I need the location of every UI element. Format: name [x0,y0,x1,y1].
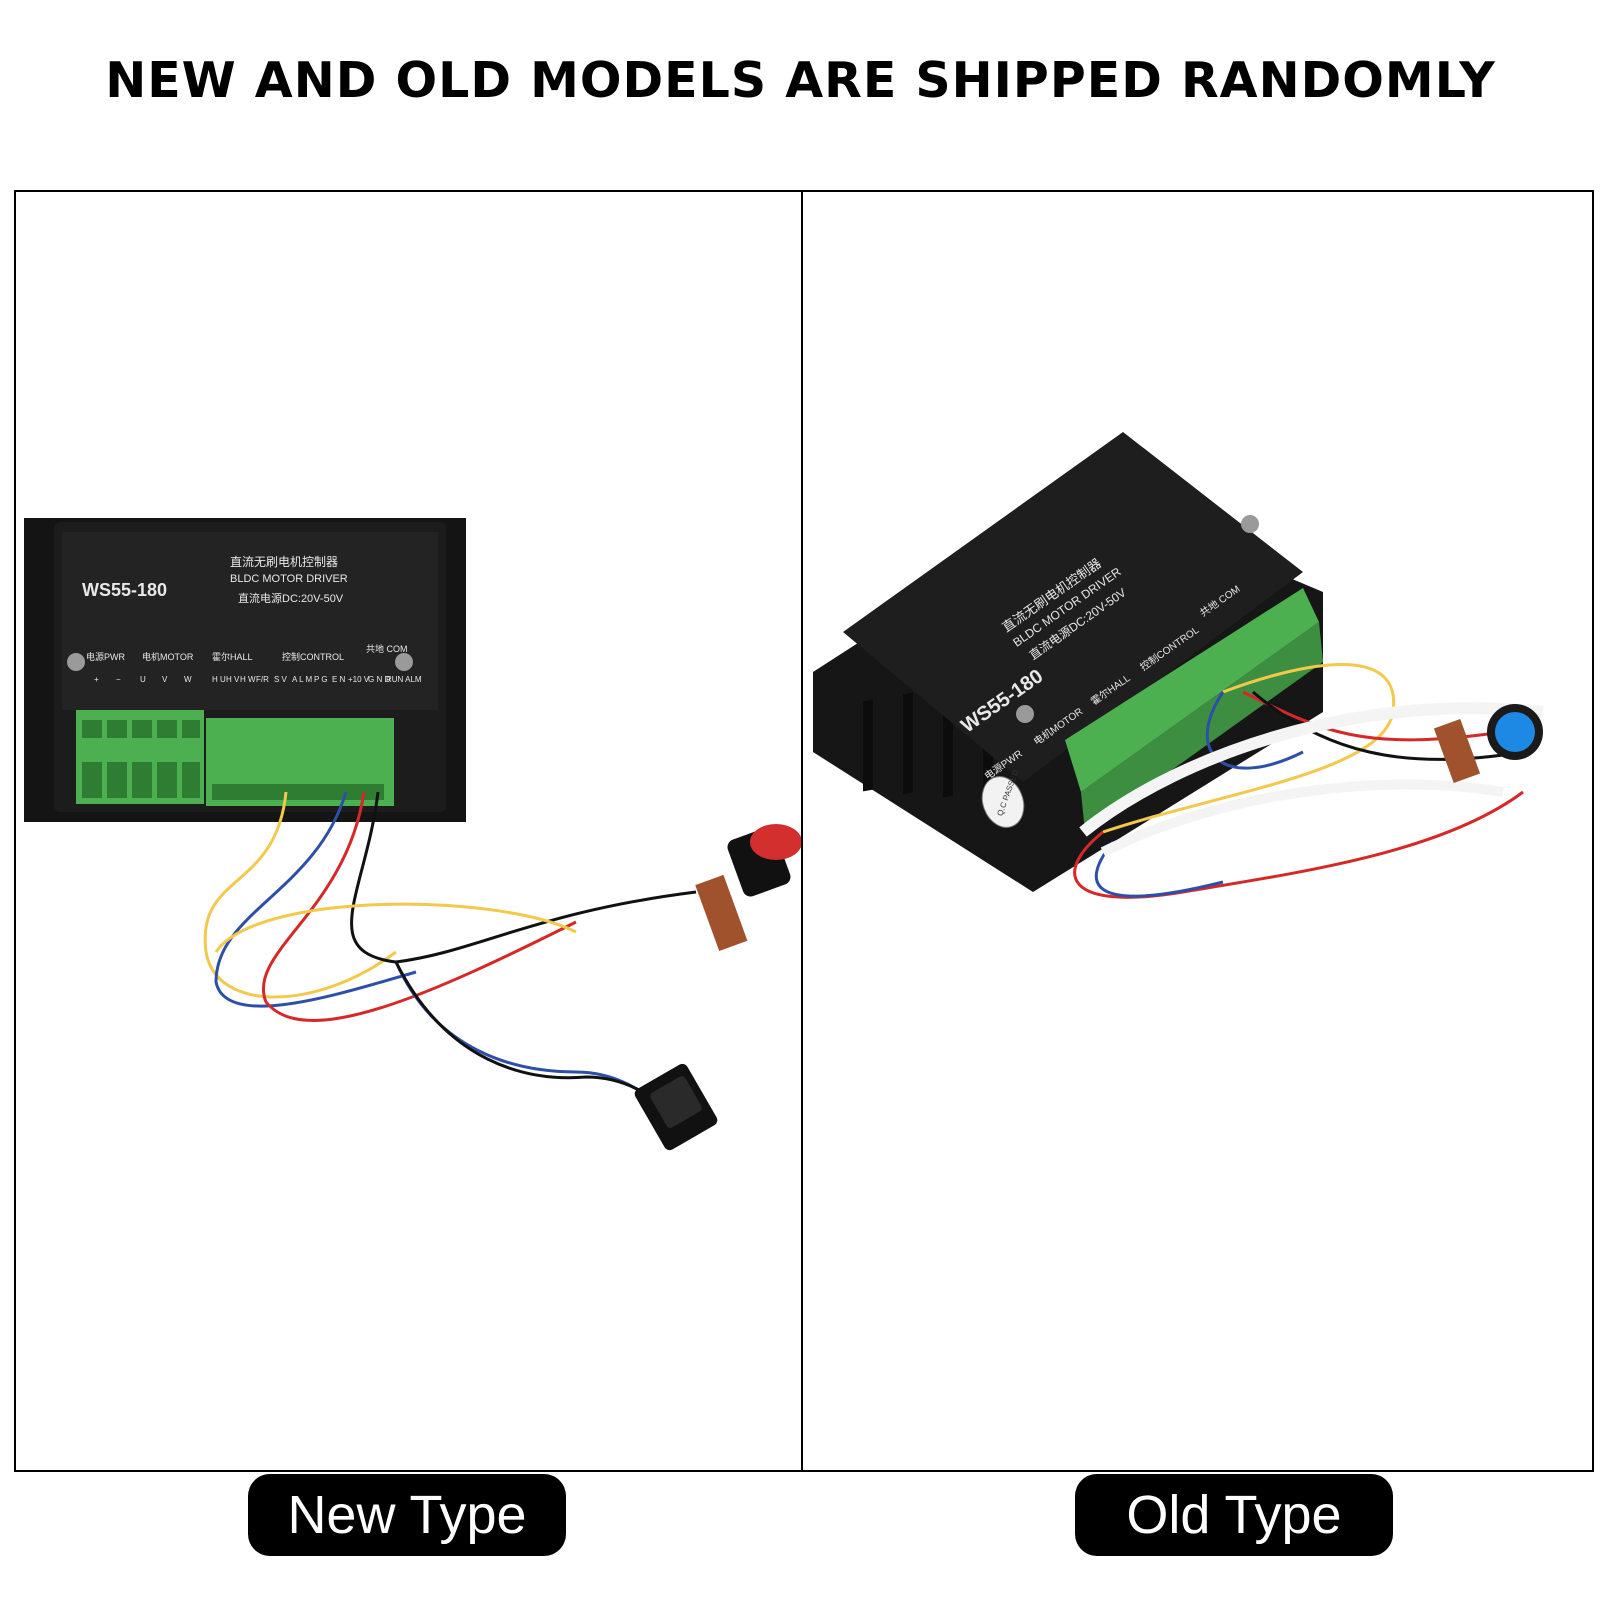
panel-divider [801,190,803,1472]
pin-label: H V [226,675,240,684]
rocker-switch [634,1063,718,1151]
pin-label: H W [240,675,256,684]
potentiometer [1433,704,1543,784]
group-hall-label: 霍尔HALL [212,651,253,662]
driver-housing [843,432,1303,782]
new-type-caption: New Type [248,1474,566,1556]
potentiometer [695,824,801,951]
pin-label: A L M [292,675,312,684]
group-motor-label: 电机MOTOR [142,651,194,662]
pin-label: + [94,675,99,684]
pin-label: W [184,675,192,684]
model-label: WS55-180 [82,580,167,600]
pin-label: E N [332,675,346,684]
screw-icon [67,653,85,671]
pin-label: G N D [368,675,390,684]
pin-label: U [140,675,146,684]
pin-label: F/R [256,675,269,684]
pin-label: H U [212,675,226,684]
screw-icon [1241,515,1259,533]
qc-passed-sticker [981,776,1025,828]
red-knob-icon [750,824,801,860]
group-control-label: 控制CONTROL [282,651,344,662]
new-type-panel: WS55-180 直流无刷电机控制器 BLDC MOTOR DRIVER 直流电… [16,192,801,1470]
blue-knob-icon [1495,712,1535,752]
pin-label: S V [274,675,288,684]
screw-icon [1016,705,1034,723]
group-pwr-label: 电源PWR [86,651,125,662]
title-en-label: BLDC MOTOR DRIVER [230,573,348,585]
pin-label: − [116,675,121,684]
old-type-product-image: WS55-180 直流无刷电机控制器 BLDC MOTOR DRIVER 直流电… [813,432,1544,899]
spec-label: 直流电源DC:20V-50V [238,591,344,605]
comparison-frame [14,190,1594,1472]
terminal-block [1065,588,1319,792]
old-type-panel: WS55-180 直流无刷电机控制器 BLDC MOTOR DRIVER 直流电… [803,192,1592,1470]
title-cn-label: 直流无刷电机控制器 [230,555,338,569]
new-type-product-image: WS55-180 直流无刷电机控制器 BLDC MOTOR DRIVER 直流电… [24,518,801,1151]
pin-label: P G [314,675,328,684]
pin-label: +10 V [348,675,370,684]
old-type-caption: Old Type [1075,1474,1393,1556]
pin-label: V [162,675,168,684]
screw-icon [395,653,413,671]
white-sheathed-cable [1079,702,1544,837]
headline: NEW AND OLD MODELS ARE SHIPPED RANDOMLY [105,52,1496,109]
pin-label: RUN ALM [386,675,422,684]
group-com-label: 共地 COM [366,643,408,654]
